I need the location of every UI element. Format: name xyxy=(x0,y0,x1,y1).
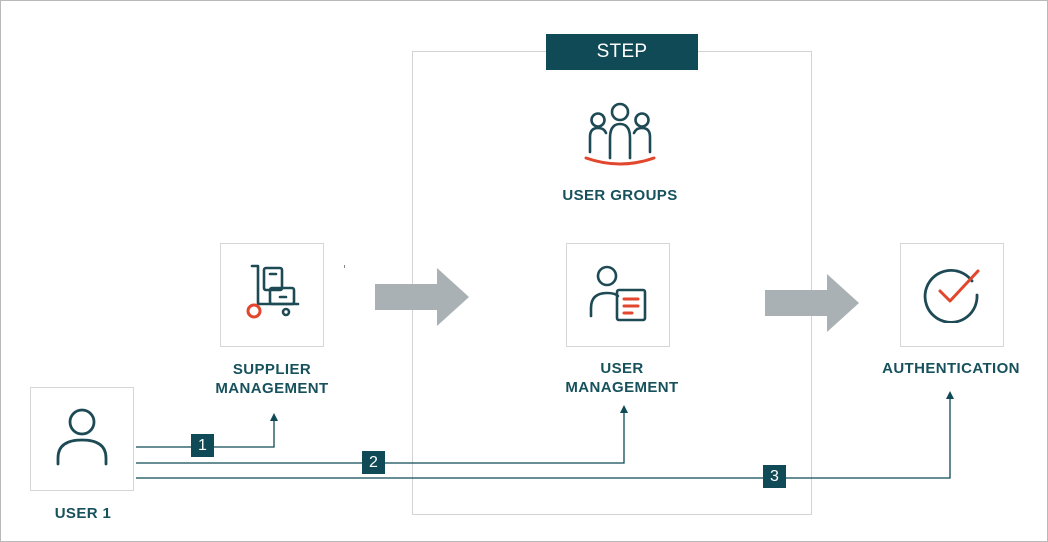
hand-truck-icon xyxy=(242,262,302,329)
user-icon xyxy=(54,406,110,473)
connector-1-arrowhead xyxy=(270,413,278,421)
connector-2-arrowhead xyxy=(620,405,628,413)
flow-number-3: 3 xyxy=(763,465,786,488)
user-management-tile xyxy=(566,243,670,347)
authentication-tile xyxy=(900,243,1004,347)
check-circle-icon xyxy=(922,263,982,328)
connector-2 xyxy=(136,412,625,464)
flow-arrow-out-of-step xyxy=(765,274,859,337)
connector-1 xyxy=(136,420,275,448)
user-group-icon xyxy=(582,100,658,170)
user-document-icon xyxy=(587,262,649,329)
user1-label: USER 1 xyxy=(54,505,112,522)
step-tag: STEP xyxy=(546,34,698,70)
connector-3 xyxy=(136,398,951,479)
stray-mark xyxy=(344,265,345,268)
supplier-management-tile xyxy=(220,243,324,347)
supplier-management-label: SUPPLIER MANAGEMENT xyxy=(215,361,329,397)
user1-tile xyxy=(30,387,134,491)
authentication-label: AUTHENTICATION xyxy=(882,360,1020,377)
flow-number-1: 1 xyxy=(191,434,214,457)
user-management-label: USER MANAGEMENT xyxy=(565,360,679,396)
flow-arrow-into-step xyxy=(375,268,469,331)
user-groups-label: USER GROUPS xyxy=(562,187,678,204)
connector-3-arrowhead xyxy=(946,391,954,399)
flow-number-2: 2 xyxy=(362,451,385,474)
